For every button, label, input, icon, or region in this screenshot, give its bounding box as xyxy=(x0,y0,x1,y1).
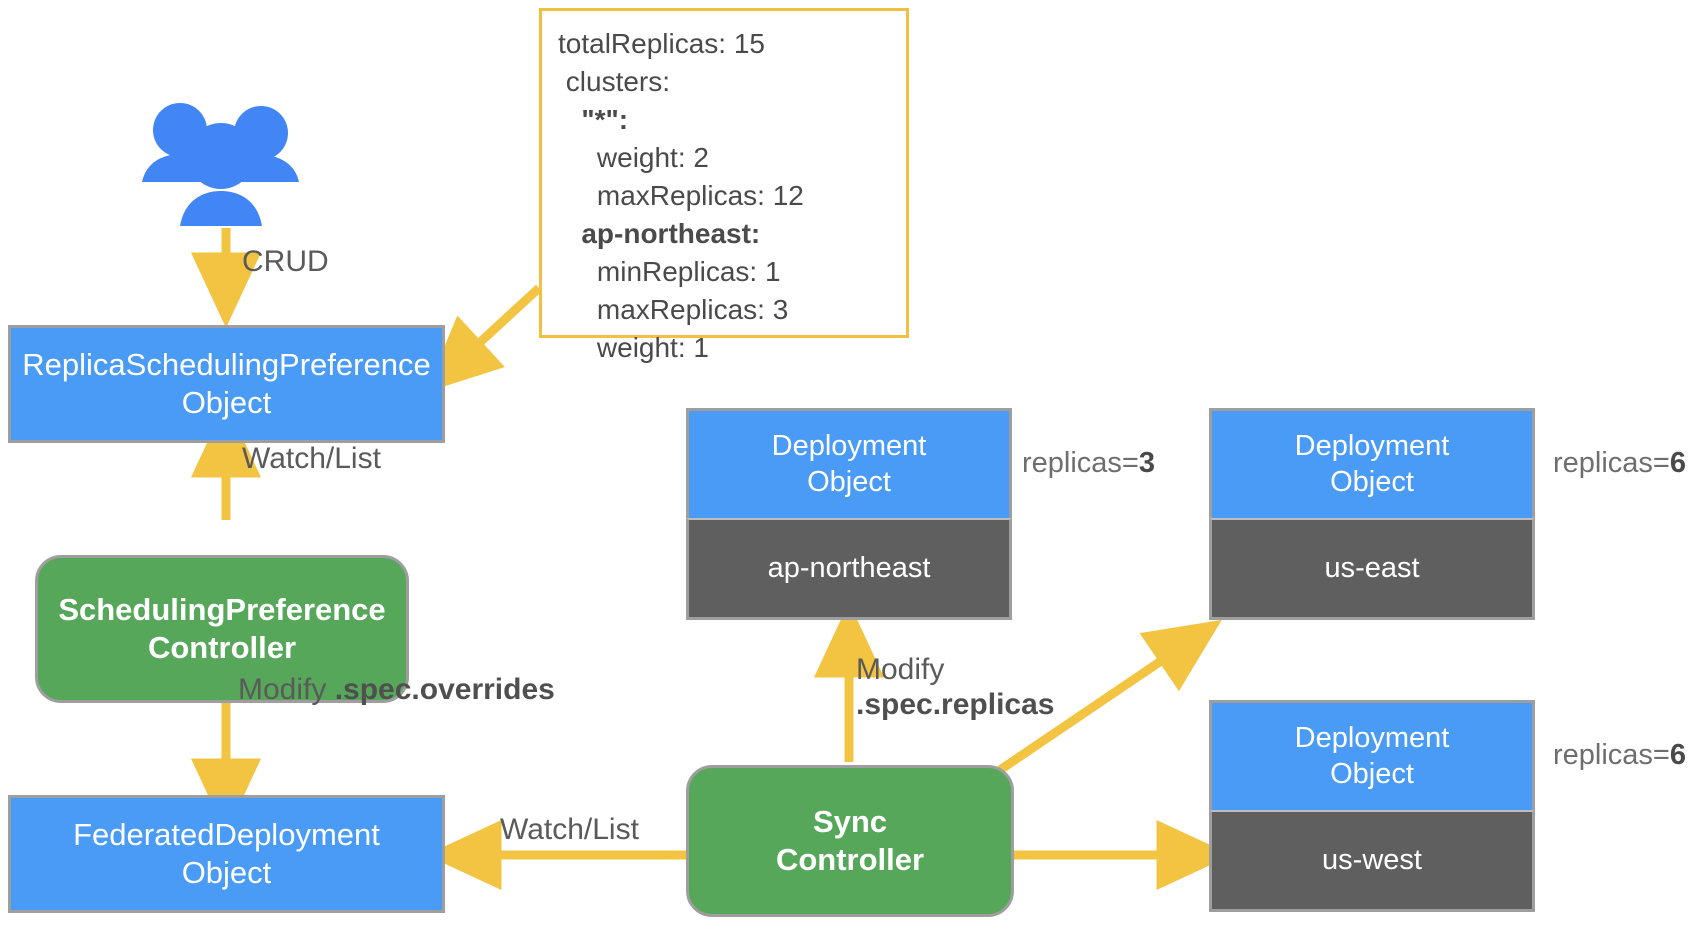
edge-label-text: Watch/List xyxy=(500,813,639,846)
replicas-prefix: replicas= xyxy=(1553,447,1670,479)
replicas-prefix: replicas= xyxy=(1553,739,1670,771)
yaml-line: maxReplicas: 3 xyxy=(558,293,789,325)
deployment-card-ap-northeast[interactable]: Deployment Object ap-northeast xyxy=(686,408,1012,620)
edge-label-text: Watch/List xyxy=(242,442,381,475)
yaml-line: minReplicas: 1 xyxy=(558,255,781,287)
node-federated-deployment-object[interactable]: FederatedDeployment Object xyxy=(8,795,445,913)
replicas-value: 6 xyxy=(1669,447,1687,479)
replicas-prefix: replicas= xyxy=(1022,447,1139,479)
yaml-line: clusters: xyxy=(558,65,671,97)
edge-label-prefix: Modify xyxy=(238,673,335,706)
replicas-label-us-east: replicas=6 xyxy=(1553,447,1686,480)
yaml-line: weight: 2 xyxy=(558,141,709,173)
yaml-line: ap-northeast: xyxy=(558,217,761,249)
edge-label-bold: .spec.overrides xyxy=(334,673,555,706)
deployment-card-title: Deployment Object xyxy=(1294,430,1450,498)
deployment-card-header: Deployment Object xyxy=(686,408,1012,518)
node-label: ReplicaSchedulingPreference Object xyxy=(22,347,431,420)
replica-scheduling-preference-spec: totalReplicas: 15 clusters: "*": weight:… xyxy=(539,8,909,363)
node-label: SchedulingPreference Controller xyxy=(58,592,386,665)
replicas-label-ap-northeast: replicas=3 xyxy=(1022,447,1155,480)
replicas-label-us-west: replicas=6 xyxy=(1553,739,1686,772)
edge-label-prefix: Modify xyxy=(856,653,945,686)
yaml-line: "*": xyxy=(558,103,629,135)
deployment-card-cluster: us-west xyxy=(1209,810,1535,912)
edge-label-modify-replicas: Modify .spec.replicas xyxy=(856,652,1054,723)
deployment-card-header: Deployment Object xyxy=(1209,700,1535,810)
edge-label-watch-list-left: Watch/List xyxy=(242,441,381,476)
deployment-card-cluster: us-east xyxy=(1209,518,1535,620)
edge-label-watch-list-bottom: Watch/List xyxy=(500,812,639,847)
deployment-card-title: Deployment Object xyxy=(771,430,927,498)
replicas-value: 3 xyxy=(1138,447,1156,479)
deployment-card-header: Deployment Object xyxy=(1209,408,1535,518)
edge-label-text: CRUD xyxy=(242,245,329,278)
node-label: Sync Controller xyxy=(775,804,925,877)
cluster-name: ap-northeast xyxy=(767,552,931,584)
node-scheduling-preference-controller[interactable]: SchedulingPreference Controller xyxy=(35,555,409,703)
cluster-name: us-east xyxy=(1324,552,1420,584)
replicas-value: 6 xyxy=(1669,739,1687,771)
node-label: FederatedDeployment Object xyxy=(73,817,380,890)
edge-label-bold: .spec.replicas xyxy=(856,688,1055,722)
yaml-line: maxReplicas: 12 xyxy=(558,179,804,211)
deployment-card-us-west[interactable]: Deployment Object us-west xyxy=(1209,700,1535,912)
deployment-card-cluster: ap-northeast xyxy=(686,518,1012,620)
node-sync-controller[interactable]: Sync Controller xyxy=(686,765,1014,917)
users-group-icon xyxy=(142,103,299,226)
deployment-card-title: Deployment Object xyxy=(1294,722,1450,790)
cluster-name: us-west xyxy=(1322,844,1422,876)
edge-label-modify-overrides: Modify .spec.overrides xyxy=(238,672,555,707)
edge-label-crud: CRUD xyxy=(242,244,329,279)
arrow-spec-to-rsp xyxy=(425,284,543,393)
deployment-card-us-east[interactable]: Deployment Object us-east xyxy=(1209,408,1535,620)
yaml-line: weight: 1 xyxy=(558,331,709,363)
node-replica-scheduling-preference-object[interactable]: ReplicaSchedulingPreference Object xyxy=(8,325,445,443)
yaml-line: totalReplicas: 15 xyxy=(558,28,766,59)
